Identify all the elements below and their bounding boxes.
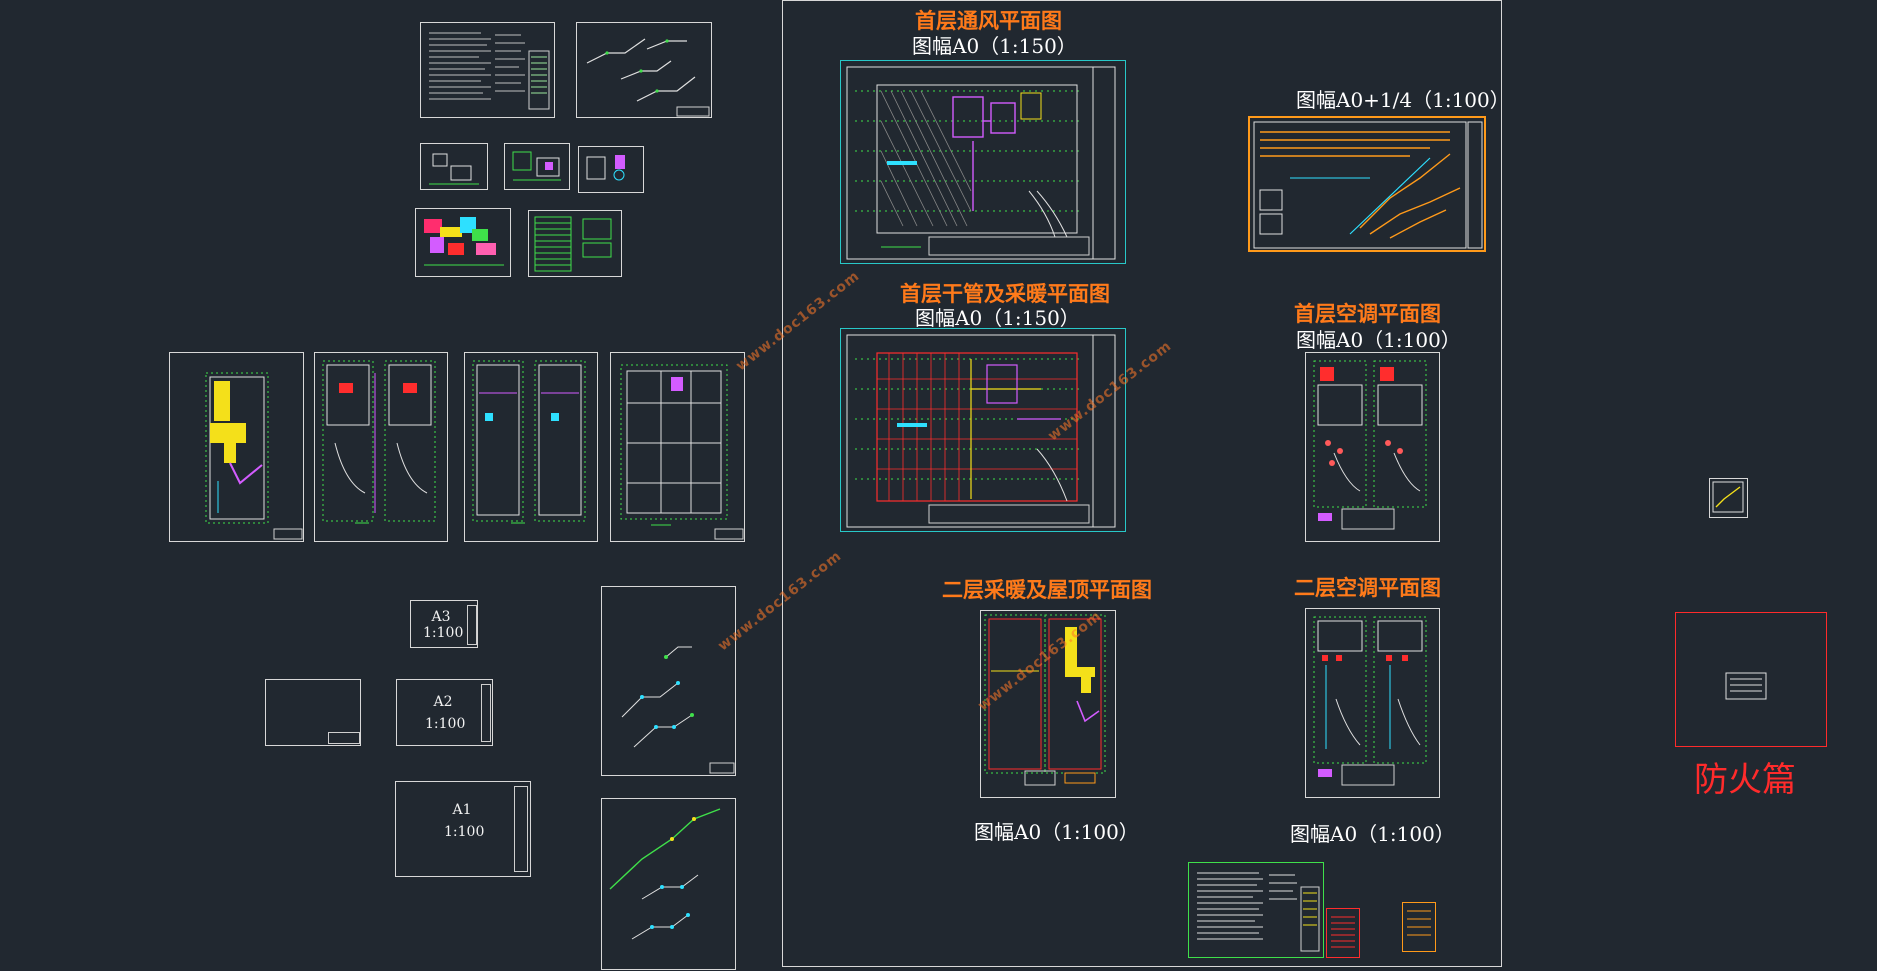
- floor2-heating-scale: 图幅A0（1:100）: [974, 820, 1139, 844]
- template-a1-name: A1: [452, 802, 472, 818]
- main-layout-frame: [782, 0, 1502, 967]
- system-lines: [586, 38, 710, 117]
- equipment-table-drawing: [534, 216, 612, 272]
- heating-plan-title: 首层干管及采暖平面图: [900, 281, 1110, 306]
- sheet-floor-plan-d[interactable]: [610, 352, 745, 542]
- small-right-drawing: [1712, 481, 1744, 513]
- vent-plan-scale: 图幅A0（1:150）: [912, 34, 1077, 58]
- floor-plan-c-drawing: [472, 360, 586, 524]
- sheet-detail-1[interactable]: [420, 143, 488, 190]
- template-a2-titleblock: [481, 684, 491, 742]
- template-a3[interactable]: A3 1:100: [410, 600, 478, 648]
- template-a2-scale: 1:100: [425, 716, 466, 732]
- sheet-equipment-table[interactable]: [528, 210, 622, 277]
- vent-plan-drawing: [846, 66, 1116, 260]
- orange-list-lines: [1407, 910, 1431, 936]
- sheet-orange-list[interactable]: [1402, 902, 1436, 952]
- isometric-1-drawing: [621, 646, 735, 774]
- ac2-scale: 图幅A0（1:100）: [1290, 822, 1455, 846]
- detail-3-drawing: [586, 155, 625, 181]
- sheet-isometric-system-1[interactable]: [601, 586, 736, 776]
- notes-lines: [429, 32, 550, 110]
- template-a2-name: A2: [433, 694, 453, 710]
- system-diagram-scale: 图幅A0+1/4（1:100）: [1296, 88, 1510, 112]
- system-diagram-drawing: [1253, 121, 1483, 249]
- sheet-colored-duct-plan[interactable]: [415, 208, 511, 277]
- isometric-2-drawing: [609, 808, 721, 940]
- ac-floor2-drawing: [1313, 616, 1427, 786]
- notes-large-lines: [1197, 872, 1320, 952]
- sheet-heating-plan[interactable]: [840, 328, 1126, 532]
- template-a1[interactable]: A1 1:100: [395, 781, 531, 877]
- fire-chapter-frame[interactable]: [1675, 612, 1827, 747]
- sheet-ac-floor1[interactable]: [1305, 352, 1440, 542]
- sheet-floor-plan-a[interactable]: [169, 352, 304, 542]
- sheet-detail-2[interactable]: [504, 143, 570, 190]
- heating-plan-scale: 图幅A0（1:150）: [915, 306, 1080, 330]
- sheet-floor-plan-c[interactable]: [464, 352, 598, 542]
- sheet-small-right[interactable]: [1709, 478, 1748, 518]
- sheet-design-notes[interactable]: [420, 22, 555, 118]
- ac1-scale: 图幅A0（1:100）: [1296, 328, 1461, 352]
- sheet-floor-plan-b[interactable]: [314, 352, 448, 542]
- ac1-title: 首层空调平面图: [1294, 301, 1441, 326]
- template-a3-name: A3: [431, 609, 451, 625]
- floor2-heating-drawing: [984, 614, 1106, 786]
- ac-floor1-drawing: [1313, 360, 1427, 530]
- fire-chapter-sheet: [1725, 672, 1767, 700]
- fire-chapter-title: 防火篇: [1694, 760, 1796, 800]
- sheet-red-list[interactable]: [1326, 908, 1360, 958]
- template-a4[interactable]: [265, 679, 361, 746]
- colored-duct-drawing: [424, 217, 504, 266]
- detail-1-drawing: [429, 153, 479, 185]
- floor-plan-a-drawing: [205, 372, 303, 540]
- template-a1-titleblock: [514, 786, 528, 872]
- sheet-design-notes-large[interactable]: [1188, 862, 1324, 958]
- ac2-title: 二层空调平面图: [1294, 575, 1441, 600]
- template-a3-scale: 1:100: [423, 625, 464, 641]
- detail-2-drawing: [512, 151, 561, 181]
- sheet-vent-plan[interactable]: [840, 60, 1126, 264]
- floor-plan-b-drawing: [322, 360, 436, 524]
- floor-plan-d-drawing: [620, 364, 744, 540]
- heating-plan-drawing: [846, 334, 1116, 528]
- sheet-system-diagram-small[interactable]: [576, 22, 712, 118]
- template-a3-titleblock: [467, 605, 477, 645]
- sheet-detail-3[interactable]: [578, 146, 644, 193]
- vent-plan-title: 首层通风平面图: [915, 8, 1062, 33]
- sheet-ac-floor2[interactable]: [1305, 608, 1440, 798]
- floor2-heating-title: 二层采暖及屋顶平面图: [942, 577, 1152, 602]
- template-a1-scale: 1:100: [444, 824, 485, 840]
- template-a4-titleblock: [328, 732, 360, 744]
- template-a2[interactable]: A2 1:100: [396, 679, 493, 746]
- sheet-system-diagram[interactable]: [1248, 116, 1486, 252]
- red-list-lines: [1331, 916, 1355, 948]
- sheet-isometric-system-2[interactable]: [601, 798, 736, 970]
- sheet-floor2-heating[interactable]: [980, 610, 1116, 798]
